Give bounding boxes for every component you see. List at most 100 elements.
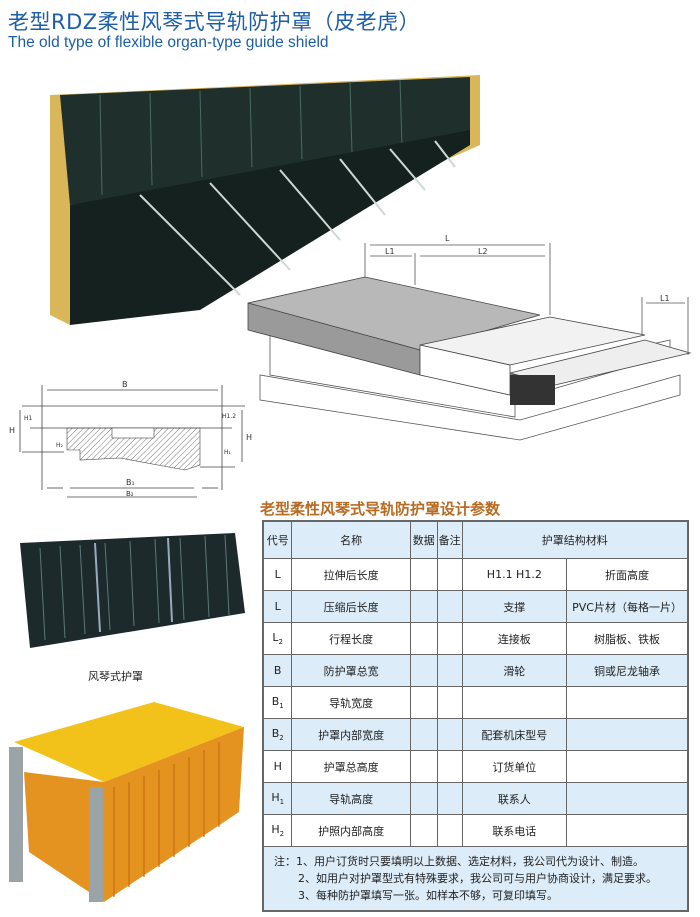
note-cell[interactable]: [436, 718, 463, 751]
row-code: B: [271, 694, 280, 708]
table-title: 老型柔性风琴式导轨防护罩设计参数: [260, 500, 501, 518]
data-cell[interactable]: [409, 622, 438, 655]
cross-section-diagram: B B₁ B₂ H H H1 H1.2 H₂ H₁: [9, 380, 252, 498]
notes-row: 注：1、用户订货时只要填明以上数据、选定材料，我公司代为设计、制造。 2、如用户…: [262, 846, 689, 912]
header-material: 护罩结构材料: [461, 520, 689, 559]
dim-L1-right: L1: [660, 294, 670, 303]
bellows-caption: 风琴式护罩: [88, 670, 143, 683]
material-value: 铜或尼龙轴承: [566, 654, 689, 687]
row-name: 导轨高度: [291, 782, 411, 815]
note-cell[interactable]: [436, 558, 463, 591]
material-label: 支撑: [461, 590, 568, 623]
material-value: PVC片材（每格一片）: [566, 590, 689, 623]
material-label: 联系电话: [461, 814, 568, 847]
page-title: 老型RDZ柔性风琴式导轨防护罩（皮老虎）: [8, 10, 421, 34]
data-cell[interactable]: [409, 750, 438, 783]
table-row: H2 护照内部高度 联系电话: [262, 814, 689, 847]
table-row: L2 行程长度 连接板树脂板、铁板: [262, 622, 689, 655]
note-cell[interactable]: [436, 654, 463, 687]
data-cell[interactable]: [409, 782, 438, 815]
material-value[interactable]: [566, 686, 689, 719]
row-name: 防护罩总宽: [291, 654, 411, 687]
table-row: B1 导轨宽度: [262, 686, 689, 719]
label-H-right: H: [246, 433, 252, 442]
material-value: 折面高度: [566, 558, 689, 591]
row-name: 护罩总高度: [291, 750, 411, 783]
table-row: H 护罩总高度 订货单位: [262, 750, 689, 783]
table-header-row: 代号 名称 数据 备注 护罩结构材料: [262, 520, 689, 559]
header-note: 备注: [436, 520, 463, 559]
product-photo-long-shield: [50, 75, 480, 325]
table-row: H1 导轨高度 联系人: [262, 782, 689, 815]
table-row: B 防护罩总宽 滑轮铜或尼龙轴承: [262, 654, 689, 687]
row-name: 压缩后长度: [291, 590, 411, 623]
label-H1-right: H₁: [224, 449, 232, 456]
material-value: 树脂板、铁板: [566, 622, 689, 655]
data-cell[interactable]: [409, 558, 438, 591]
note-cell[interactable]: [436, 590, 463, 623]
material-label: 配套机床型号: [461, 718, 568, 751]
row-code: L: [274, 568, 281, 581]
data-cell[interactable]: [409, 590, 438, 623]
material-label: 连接板: [461, 622, 568, 655]
material-label: 订货单位: [461, 750, 568, 783]
row-code: L: [272, 630, 279, 644]
data-cell[interactable]: [409, 718, 438, 751]
row-code-sub: 2: [279, 830, 285, 839]
header-data: 数据: [409, 520, 438, 559]
label-B2: B₂: [126, 490, 134, 498]
note-cell[interactable]: [436, 782, 463, 815]
note-cell[interactable]: [436, 686, 463, 719]
row-code-sub: 2: [279, 734, 284, 743]
material-value[interactable]: [566, 814, 689, 847]
label-H1: H1: [24, 415, 33, 422]
note-cell[interactable]: [436, 622, 463, 655]
row-code: B: [271, 726, 280, 740]
row-code: H: [271, 790, 280, 804]
row-code-sub: 1: [279, 798, 285, 807]
material-label[interactable]: [461, 686, 568, 719]
row-name: 行程长度: [291, 622, 411, 655]
data-cell[interactable]: [409, 686, 438, 719]
notes-cell: 注：1、用户订货时只要填明以上数据、选定材料，我公司代为设计、制造。 2、如用户…: [262, 846, 689, 912]
material-label: 滑轮: [461, 654, 568, 687]
row-code: B: [273, 664, 282, 677]
row-code-sub: 1: [279, 702, 284, 711]
note-2: 2、如用户对护罩型式有特殊要求，我公司可与用户协商设计，满足要求。: [298, 872, 657, 885]
note-3: 3、每种防护罩填写一张。如样本不够，可复印填写。: [298, 889, 558, 902]
row-code-sub: 2: [278, 638, 283, 647]
row-name: 护照内部高度: [291, 814, 411, 847]
dim-L2: L2: [478, 247, 488, 256]
label-B1: B₁: [126, 478, 135, 487]
page-subtitle: The old type of flexible organ-type guid…: [8, 34, 329, 51]
table-row: B2 护罩内部宽度 配套机床型号: [262, 718, 689, 751]
note-cell[interactable]: [436, 814, 463, 847]
material-value[interactable]: [566, 782, 689, 815]
header-name: 名称: [291, 520, 411, 559]
dim-L1: L1: [385, 247, 395, 256]
label-H12: H1.2: [222, 413, 236, 420]
data-cell[interactable]: [409, 654, 438, 687]
material-label: 联系人: [461, 782, 568, 815]
dim-L: L: [445, 234, 450, 243]
black-bellows-photo: [20, 533, 245, 648]
row-code: H: [273, 760, 282, 773]
label-H2: H₂: [56, 442, 64, 449]
material-value[interactable]: [566, 718, 689, 751]
yellow-bellows-photo: [9, 702, 244, 902]
row-name: 导轨宽度: [291, 686, 411, 719]
data-cell[interactable]: [409, 814, 438, 847]
row-name: 拉伸后长度: [291, 558, 411, 591]
row-code: L: [274, 600, 281, 613]
row-code: H: [271, 822, 280, 836]
material-value[interactable]: [566, 750, 689, 783]
header-code: 代号: [262, 520, 293, 559]
row-name: 护罩内部宽度: [291, 718, 411, 751]
note-1: 注：1、用户订货时只要填明以上数据、选定材料，我公司代为设计、制造。: [274, 855, 644, 868]
note-cell[interactable]: [436, 750, 463, 783]
label-B: B: [122, 380, 128, 389]
